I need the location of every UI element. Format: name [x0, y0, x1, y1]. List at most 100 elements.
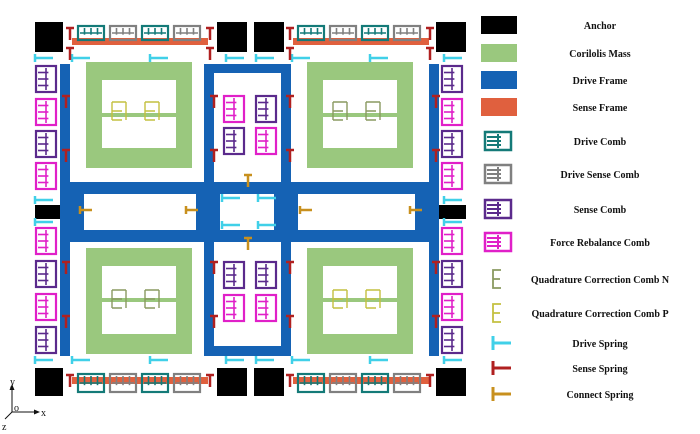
anchor — [217, 368, 247, 396]
sense-comb — [440, 325, 464, 355]
legend-label: Quadrature Correction Comb P — [531, 309, 668, 320]
legend-comb-icon — [483, 130, 513, 152]
sense-comb — [440, 259, 464, 289]
legend-item-drive-sense-comb: Drive Sense Comb — [483, 163, 640, 185]
legend-item-drive-frame: Drive Frame — [481, 71, 628, 89]
legend-comb-icon — [483, 198, 513, 220]
legend-spring-icon — [491, 387, 511, 401]
force-rebalance-comb — [34, 97, 58, 127]
legend-label: Drive Frame — [573, 76, 628, 87]
drive-sense-comb — [108, 372, 138, 394]
drive-frame-bar — [60, 230, 439, 242]
legend-label: Sense Frame — [573, 103, 628, 114]
force-rebalance-comb — [254, 293, 278, 323]
sense-comb — [254, 94, 278, 124]
legend-label: Connect Spring — [567, 390, 634, 401]
sense-comb — [222, 126, 246, 156]
drive-frame-bar — [274, 182, 298, 242]
anchor — [436, 22, 466, 52]
legend-label: Quadrature Correction Comb N — [531, 275, 670, 286]
connect-spring — [184, 206, 198, 214]
force-rebalance-comb — [222, 94, 246, 124]
legend-comb-icon — [483, 163, 513, 185]
sense-frame-bar — [293, 38, 429, 45]
sense-spring — [286, 94, 294, 108]
drive-spring — [442, 196, 462, 204]
drive-spring — [224, 54, 244, 62]
anchor — [254, 22, 284, 52]
sense-spring — [426, 373, 434, 387]
sense-spring — [62, 314, 70, 328]
force-rebalance-comb — [440, 292, 464, 322]
sense-spring — [286, 26, 294, 40]
legend-label: Drive Sense Comb — [561, 170, 640, 181]
drive-sense-comb — [172, 372, 202, 394]
force-rebalance-comb — [440, 226, 464, 256]
drive-comb — [140, 24, 170, 42]
drive-spring — [148, 54, 168, 62]
sense-spring — [432, 148, 440, 162]
drive-frame-bar — [204, 346, 291, 356]
legend-item-sense-spring: Sense Spring — [491, 361, 628, 375]
connect-spring — [244, 173, 252, 187]
drive-spring — [33, 218, 53, 226]
drive-spring — [254, 54, 274, 62]
legend-label: Anchor — [584, 21, 617, 32]
sense-spring — [286, 46, 294, 60]
legend-label: Force Rebalance Comb — [550, 238, 650, 249]
drive-sense-comb — [328, 24, 358, 42]
drive-spring — [33, 54, 53, 62]
drive-spring — [148, 356, 168, 364]
sense-spring — [286, 148, 294, 162]
legend-item-drive-spring: Drive Spring — [491, 336, 628, 350]
drive-spring — [290, 356, 310, 364]
mass-beam — [102, 298, 176, 302]
legend-e-icon — [492, 303, 501, 323]
sense-spring — [210, 94, 218, 108]
sense-spring — [206, 46, 214, 60]
spring-array — [33, 26, 462, 387]
coriolis-masses — [86, 62, 413, 354]
legend-item-quad-n: Quadrature Correction Comb N — [492, 269, 670, 289]
drive-frame-bar — [415, 182, 439, 242]
mass-beam — [323, 113, 397, 117]
sense-spring — [426, 46, 434, 60]
sense-comb — [254, 260, 278, 290]
sense-spring — [210, 314, 218, 328]
legend-label: Drive Spring — [572, 339, 627, 350]
drive-spring — [220, 221, 240, 229]
drive-sense-comb — [392, 372, 422, 394]
legend-item-anchor: Anchor — [481, 16, 617, 34]
drive-spring — [33, 356, 53, 364]
drive-frame — [60, 64, 439, 356]
sense-spring — [426, 26, 434, 40]
sense-comb — [34, 259, 58, 289]
axis-y-label: y — [10, 377, 15, 388]
drive-spring — [290, 54, 310, 62]
drive-comb — [296, 372, 326, 394]
drive-spring — [368, 356, 388, 364]
sense-frame-bar — [72, 377, 208, 384]
sense-spring — [432, 314, 440, 328]
sense-spring — [286, 260, 294, 274]
drive-comb — [360, 372, 390, 394]
sense-spring — [286, 373, 294, 387]
drive-comb — [76, 372, 106, 394]
comb-array — [34, 24, 464, 394]
drive-frame-bar — [196, 182, 220, 242]
legend-item-force-rebalance-comb: Force Rebalance Comb — [483, 231, 650, 253]
drive-sense-comb — [108, 24, 138, 42]
anchor — [254, 368, 284, 396]
legend-spring-icon — [491, 336, 511, 350]
drive-spring — [368, 54, 388, 62]
legend-swatch — [481, 44, 517, 62]
drive-spring — [442, 54, 462, 62]
frame-gap — [220, 196, 274, 228]
drive-frame-bar — [60, 182, 439, 194]
sense-comb — [34, 325, 58, 355]
sense-spring — [210, 260, 218, 274]
drive-frame-bar — [204, 64, 291, 73]
force-rebalance-comb — [34, 292, 58, 322]
sense-comb — [34, 129, 58, 159]
